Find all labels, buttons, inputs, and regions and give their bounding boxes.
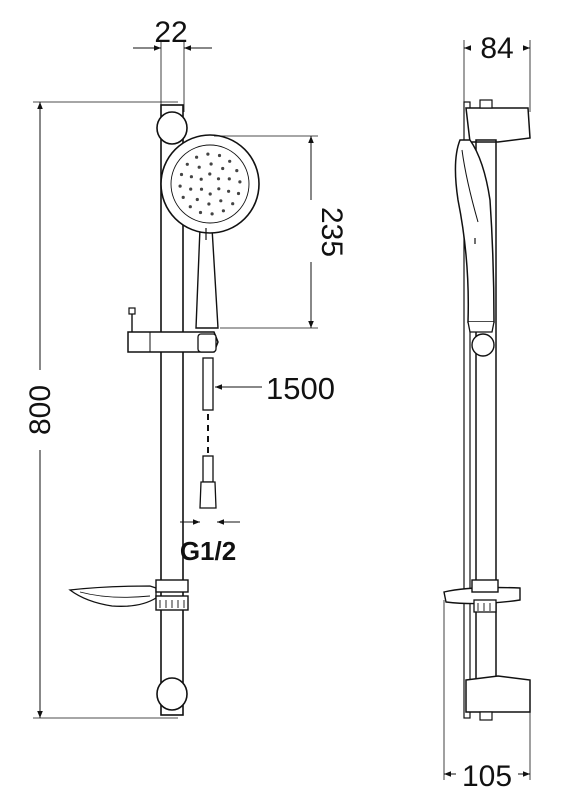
nozzle-dot (217, 153, 222, 158)
nozzle-dot (199, 187, 204, 191)
nozzle-dot (199, 177, 203, 181)
nozzle-dot (228, 159, 232, 163)
side-bottom-bracket (465, 675, 531, 721)
slider-holder (127, 307, 219, 353)
bottom-wall-bracket (156, 677, 188, 711)
nozzle-dot (216, 177, 221, 181)
label-side-depth: 84 (480, 32, 513, 65)
wall-line (463, 101, 471, 719)
nozzle-dot (189, 175, 193, 179)
label-head-height: 235 (315, 207, 348, 257)
nozzle-dot (210, 212, 214, 216)
nozzle-dot (207, 202, 211, 206)
nozzle-dot (231, 202, 235, 206)
soap-dish (68, 579, 189, 611)
nozzle-dot (178, 184, 182, 188)
dim-total-height (33, 101, 178, 719)
nozzle-dot (185, 162, 189, 166)
nozzle-dot (181, 195, 185, 199)
label-soap-dish-depth: 105 (462, 760, 512, 793)
label-hose-length: 1500 (266, 371, 335, 406)
nozzle-dot (209, 162, 213, 166)
dim-side-depth (463, 40, 531, 112)
side-top-bracket (465, 99, 531, 143)
dim-soap-dish-depth (443, 600, 531, 780)
nozzle-dot (195, 155, 199, 159)
nozzle-dot (179, 172, 184, 177)
nozzle-dot (236, 191, 241, 196)
label-total-height: 800 (24, 385, 57, 435)
dimension-labels: 22 800 235 1500 G1/2 84 105 (24, 16, 514, 793)
nozzle-dot (198, 210, 203, 215)
slide-rail (160, 104, 184, 716)
side-soap-dish (443, 579, 521, 613)
top-wall-bracket (156, 111, 188, 145)
shower-hose (199, 357, 262, 509)
nozzle-dot (221, 209, 225, 213)
hand-shower (160, 134, 260, 329)
nozzle-dot (217, 187, 221, 191)
side-hand-shower (454, 139, 495, 357)
front-view (33, 40, 318, 719)
nozzle-dot (221, 166, 225, 171)
label-rail-width: 22 (154, 16, 187, 49)
nozzle-dot (235, 169, 239, 173)
nozzle-dot (227, 189, 231, 193)
nozzle-dot (238, 180, 242, 184)
nozzle-dot (208, 172, 212, 176)
nozzle-dot (206, 152, 210, 156)
nozzle-dot (188, 205, 192, 209)
dim-rail-width (133, 40, 212, 112)
label-connector: G1/2 (180, 536, 236, 566)
spray-nozzles (178, 152, 242, 216)
nozzle-dot (208, 192, 212, 196)
nozzle-dot (197, 165, 201, 169)
nozzle-dot (195, 197, 199, 202)
nozzle-dot (219, 199, 223, 203)
nozzle-dot (227, 177, 231, 181)
dim-head-height (214, 135, 318, 329)
side-view (443, 40, 531, 780)
nozzle-dot (189, 187, 193, 191)
